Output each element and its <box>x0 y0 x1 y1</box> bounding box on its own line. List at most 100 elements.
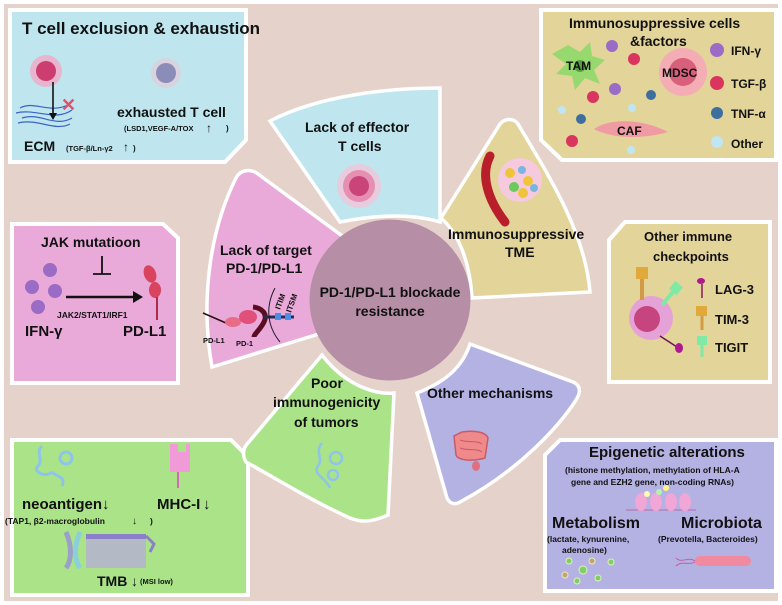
ifn-dot <box>609 83 621 95</box>
arrow-head-icon <box>49 113 57 120</box>
tgf-dot <box>566 135 578 147</box>
dna-helix-icon <box>63 531 156 570</box>
petal-other-bg <box>414 341 582 506</box>
checkpoints-title-line1: Other immune <box>644 229 732 244</box>
tgf-dot <box>628 53 640 65</box>
ifn-gamma-dots-icon <box>25 263 62 314</box>
ecm-fibers-icon <box>15 103 73 128</box>
exhausted-up-arrow: ↑ <box>206 121 212 135</box>
effector-tcell-icon <box>337 164 381 208</box>
mhc-i-icon <box>170 444 190 488</box>
microbiota-note: (Prevotella, Bacteroides) <box>658 534 758 544</box>
petal-target-line1: Lack of target <box>220 242 312 258</box>
center-title-line2: resistance <box>355 303 424 319</box>
tam-nucleus-icon <box>574 60 586 72</box>
metabolism-label: Metabolism <box>552 515 640 532</box>
jak-ifn-label: IFN-γ <box>25 323 63 340</box>
nucleosome-icon <box>626 485 696 511</box>
ecm-note: (TGF-β/Ln-γ2 <box>66 144 113 153</box>
exhausted-tcell-note: (LSD1,VEGF-A/TOX <box>124 124 193 133</box>
petal-immunogenicity: Poor immunogenicity of tumors <box>241 352 396 523</box>
legend-other-swatch <box>711 136 723 148</box>
panel-epigenetic-bg <box>543 438 778 593</box>
tap-note: (TAP1, β2-macroglobulin <box>5 516 105 526</box>
epigenetic-sub1: (histone methylation, methylation of HLA… <box>565 465 740 475</box>
center-circle <box>309 219 471 381</box>
other-dot <box>628 104 636 112</box>
other-dot <box>558 106 566 114</box>
pdl1-label: PD-L1 <box>203 336 225 345</box>
intestine-icon <box>453 430 489 471</box>
center-title-line1: PD-1/PD-L1 blockade <box>320 284 461 300</box>
other-dot <box>627 146 635 154</box>
panel-checkpoints-bg <box>607 220 772 384</box>
factor-dots <box>558 40 656 154</box>
neoantigen-label: neoantigen <box>22 496 102 513</box>
tap-note-close: ) <box>150 516 153 526</box>
panel-checkpoints: Other immune checkpoints LAG-3 TIM-3 TIG… <box>607 220 772 384</box>
petal-effector-line1: Lack of effector <box>305 119 410 135</box>
jak-pdl1-label: PD-L1 <box>123 323 166 340</box>
msi-note: (MSI low) <box>140 577 173 586</box>
epigenetic-sub2: gene and EZH2 gene, non-coding RNAs) <box>571 477 734 487</box>
panel-poor-immunogenicity: neoantigen ↓ MHC-I ↓ (TAP1, β2-macroglob… <box>5 438 250 597</box>
petal-immunogenicity-line1: Poor <box>311 375 343 391</box>
petal-tme: Immunosuppressive TME <box>438 117 592 300</box>
panel-jak-bg <box>10 222 180 385</box>
petal-effector-line2: T cells <box>338 138 382 154</box>
mhc-down-arrow: ↓ <box>203 496 211 513</box>
immuno-title-line2: &factors <box>630 33 687 49</box>
petal-effector: Lack of effector T cells <box>267 86 442 225</box>
exhausted-tcell-label: exhausted T cell <box>117 104 226 120</box>
mhc-label: MHC-I <box>157 496 200 513</box>
petal-tme-bg <box>438 117 592 300</box>
mdsc-nucleus-icon <box>669 58 697 86</box>
checkpoints-title-line2: checkpoints <box>653 249 729 264</box>
tigit-label: TIGIT <box>715 340 748 355</box>
tmb-down-arrow: ↓ <box>131 573 138 589</box>
ecm-up-arrow: ↑ <box>123 140 129 154</box>
panel-immunosuppressive: Immunosuppressive cells &factors TAM MDS… <box>539 8 778 162</box>
metabolism-note2: adenosine) <box>562 545 607 555</box>
tigit-icon <box>697 336 707 357</box>
panel-epigenetic: Epigenetic alterations (histone methylat… <box>543 438 778 593</box>
petal-tme-line2: TME <box>505 244 535 260</box>
jak-title: JAK mutatioon <box>41 234 141 250</box>
ecm-note-close: ) <box>133 144 136 153</box>
checkpoint-cell-icon <box>629 267 684 353</box>
petal-other-line1: Other mechanisms <box>427 385 553 401</box>
petal-effector-bg <box>267 86 442 225</box>
exhausted-tcell-icon <box>151 58 181 88</box>
metabolite-dots-icon <box>561 557 615 585</box>
petal-immunogenicity-line3: of tumors <box>294 414 359 430</box>
immuno-title-line1: Immunosuppressive cells <box>569 15 740 31</box>
panel-jak: JAK mutatioon JAK2/STAT1/IRF1 IFN-γ PD-L… <box>10 222 180 385</box>
petal-target-line2: PD-1/PD-L1 <box>226 260 302 276</box>
tam-label: TAM <box>566 59 591 73</box>
petal-tme-line1: Immunosuppressive <box>448 226 584 242</box>
legend-tnf-swatch <box>711 107 723 119</box>
jak-pathway-label: JAK2/STAT1/IRF1 <box>57 310 128 320</box>
caf-cell-icon <box>594 121 668 138</box>
pd1-label: PD-1 <box>236 339 253 348</box>
tim3-label: TIM-3 <box>715 312 749 327</box>
neoantigen-down-arrow: ↓ <box>102 496 110 513</box>
caf-label: CAF <box>617 124 642 138</box>
tap-down-arrow: ↓ <box>132 516 137 527</box>
tim3-icon <box>696 306 707 330</box>
legend-ifn-swatch <box>710 43 724 57</box>
epigenetic-title: Epigenetic alterations <box>589 444 745 461</box>
microbiota-label: Microbiota <box>681 515 762 532</box>
petal-other: Other mechanisms <box>414 341 582 506</box>
legend-ifn-label: IFN-γ <box>731 44 761 58</box>
neoantigen-peptide-icon <box>35 444 74 487</box>
peptide-chain-icon <box>315 442 344 489</box>
bacterium-icon <box>675 556 751 567</box>
panel-tcell-title: T cell exclusion & exhaustion <box>22 19 260 38</box>
tgf-dot <box>587 91 599 103</box>
legend-tgf-swatch <box>710 76 724 90</box>
immuno-legend: IFN-γ TGF-β TNF-α Other <box>710 43 766 151</box>
ecm-label: ECM <box>24 138 55 154</box>
mdsc-label: MDSC <box>662 66 698 80</box>
block-x-icon: ✕ <box>61 95 76 115</box>
